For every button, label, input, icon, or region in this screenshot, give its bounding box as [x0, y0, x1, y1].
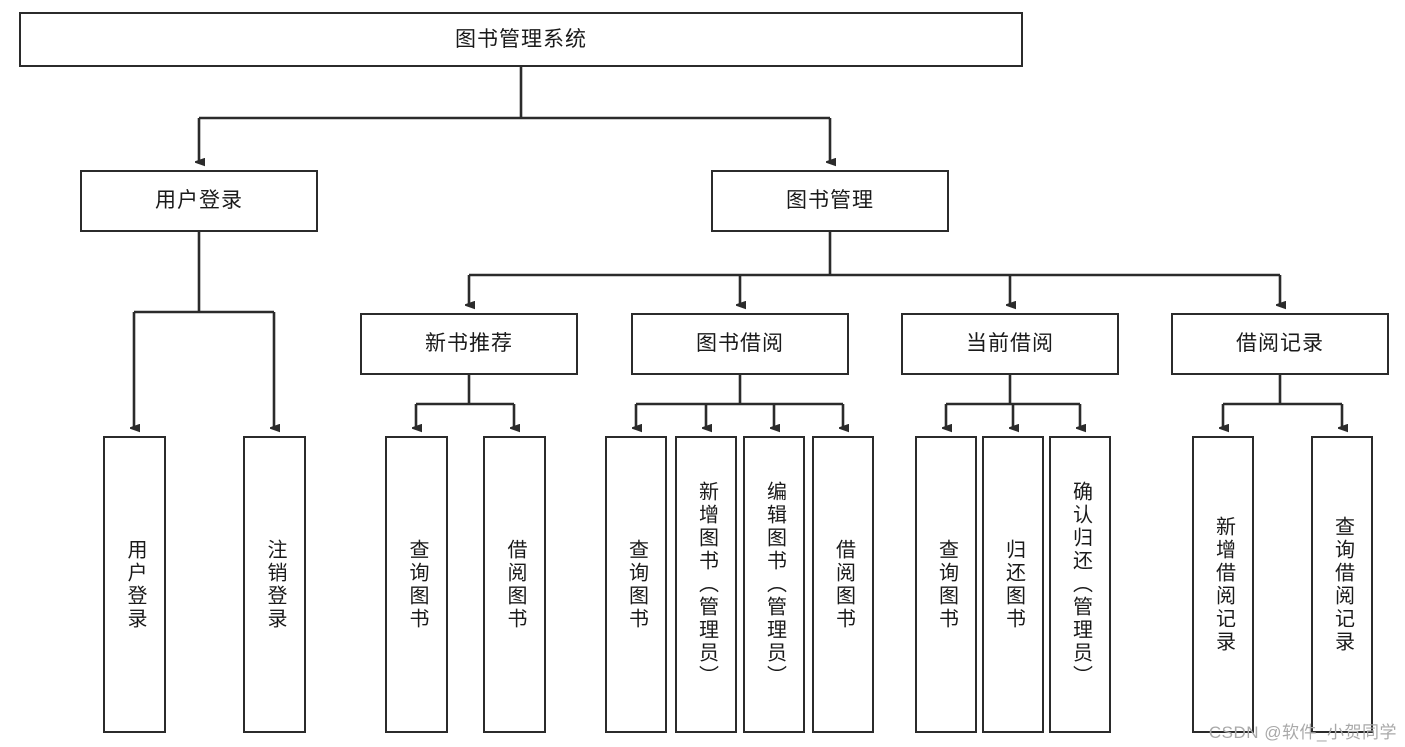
- leaf-add-book-admin[interactable]: 新增图书（管理员）: [675, 436, 737, 733]
- leaf-edit-book-admin[interactable]: 编辑图书（管理员）: [743, 436, 805, 733]
- node-label: 借阅记录: [1236, 332, 1324, 356]
- node-book-borrow[interactable]: 图书借阅: [631, 313, 849, 375]
- leaf-borrow-book[interactable]: 借阅图书: [812, 436, 874, 733]
- node-book-management[interactable]: 图书管理: [711, 170, 949, 232]
- node-borrow-records[interactable]: 借阅记录: [1171, 313, 1389, 375]
- node-user-login[interactable]: 用户登录: [80, 170, 318, 232]
- node-label: 新增图书（管理员）: [695, 481, 718, 688]
- leaf-query-book-current[interactable]: 查询图书: [915, 436, 977, 733]
- node-label: 查询图书: [625, 538, 648, 631]
- node-label: 用户登录: [124, 538, 146, 631]
- leaf-query-book-borrow[interactable]: 查询图书: [605, 436, 667, 733]
- node-label: 借阅图书: [832, 538, 855, 631]
- node-label: 借阅图书: [504, 538, 526, 631]
- node-label: 查询借阅记录: [1331, 515, 1354, 654]
- node-label: 注销登录: [264, 538, 286, 631]
- node-current-borrow[interactable]: 当前借阅: [901, 313, 1119, 375]
- leaf-return-book[interactable]: 归还图书: [982, 436, 1044, 733]
- node-label: 查询图书: [935, 538, 958, 631]
- leaf-confirm-return-admin[interactable]: 确认归还（管理员）: [1049, 436, 1111, 733]
- leaf-add-borrow-record[interactable]: 新增借阅记录: [1192, 436, 1254, 733]
- node-label: 确认归还（管理员）: [1069, 481, 1092, 688]
- leaf-query-book-recommend[interactable]: 查询图书: [385, 436, 448, 733]
- node-label: 图书管理: [786, 189, 874, 213]
- node-label: 查询图书: [406, 538, 428, 631]
- node-label: 新书推荐: [425, 332, 513, 356]
- leaf-query-borrow-record[interactable]: 查询借阅记录: [1311, 436, 1373, 733]
- node-new-book-recommend[interactable]: 新书推荐: [360, 313, 578, 375]
- watermark-text: CSDN @软件_小贺同学: [1208, 723, 1397, 742]
- node-label: 图书管理系统: [455, 27, 587, 51]
- node-label: 新增借阅记录: [1212, 515, 1235, 654]
- leaf-borrow-book-recommend[interactable]: 借阅图书: [483, 436, 546, 733]
- node-root-system[interactable]: 图书管理系统: [19, 12, 1023, 67]
- node-label: 用户登录: [155, 189, 243, 213]
- leaf-logout-login[interactable]: 注销登录: [243, 436, 306, 733]
- leaf-user-login[interactable]: 用户登录: [103, 436, 166, 733]
- node-label: 当前借阅: [966, 332, 1054, 356]
- node-label: 归还图书: [1002, 538, 1025, 631]
- node-label: 图书借阅: [696, 332, 784, 356]
- node-label: 编辑图书（管理员）: [763, 481, 786, 688]
